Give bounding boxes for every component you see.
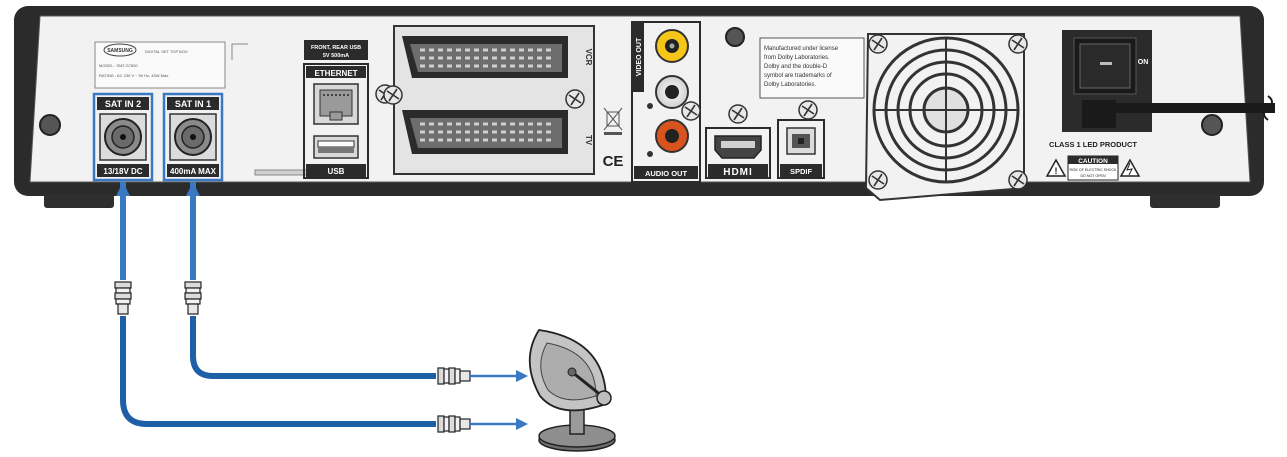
sat-in-1-sublabel: 400mA MAX xyxy=(170,167,217,176)
model-number: MODEL : SMT-S7800 xyxy=(99,63,138,68)
satellite-dish-icon xyxy=(528,329,616,452)
f-connector-icon xyxy=(184,281,202,315)
caution-label: ! CAUTION RISK OF ELECTRIC SHOCK DO NOT … xyxy=(1045,155,1141,181)
arrow-right-dish-2 xyxy=(470,418,528,430)
hdmi-label: HDMI xyxy=(723,167,753,178)
usb-info-line2: 5V 500mA xyxy=(323,53,349,59)
screw-icon xyxy=(681,101,701,121)
power-cord xyxy=(1082,95,1275,128)
dolby-line: Manufactured under license xyxy=(764,46,839,52)
left-foot xyxy=(44,194,114,208)
screw-icon xyxy=(565,89,585,109)
screw-icon xyxy=(1008,34,1028,54)
screw-icon xyxy=(725,27,745,47)
hdmi-port[interactable] xyxy=(705,127,771,179)
f-connector-icon xyxy=(437,367,471,385)
av-block: VIDEO OUT AUDIO OUT xyxy=(631,21,701,183)
usb-port[interactable] xyxy=(313,135,359,159)
audio-left-jack[interactable] xyxy=(655,75,689,109)
scart-tv-label: TV xyxy=(584,135,593,146)
power-rating: RATING : AC 230 V ~ 50 Hz, 45W Max. xyxy=(99,73,169,78)
ethernet-label: ETHERNET xyxy=(314,69,357,78)
screw-icon xyxy=(868,34,888,54)
class1-led-label: CLASS 1 LED PRODUCT xyxy=(1049,140,1137,149)
product-name: DIGITAL SET TOP BOX xyxy=(145,49,188,54)
dolby-line: symbol are trademarks of xyxy=(764,73,832,79)
weee-bin-icon xyxy=(603,107,623,135)
video-out-jack[interactable] xyxy=(655,29,689,63)
video-out-label: VIDEO OUT xyxy=(636,37,643,76)
dolby-notice: Manufactured under license from Dolby La… xyxy=(759,37,865,99)
f-connector-icon xyxy=(437,415,471,433)
arrow-up-sat-in-1 xyxy=(186,182,200,196)
caution-title: CAUTION xyxy=(1078,158,1108,165)
sat-in-2-sublabel: 13/18V DC xyxy=(103,167,142,176)
screw-icon xyxy=(39,114,61,136)
indicator-dot xyxy=(647,103,653,109)
dolby-line: from Dolby Laboratories. xyxy=(764,55,830,61)
svg-text:!: ! xyxy=(1055,166,1058,176)
sat-in-2-label: SAT IN 2 xyxy=(105,99,141,109)
screw-icon xyxy=(868,170,888,190)
arrow-up-sat-in-2 xyxy=(116,182,130,196)
model-label-plate: SAMSUNG DIGITAL SET TOP BOX MODEL : SMT-… xyxy=(94,41,226,89)
ethernet-port[interactable] xyxy=(313,83,359,125)
fan-grille-icon xyxy=(864,33,1025,202)
spdif-port[interactable] xyxy=(777,119,825,179)
caution-text: RISK OF ELECTRIC SHOCK xyxy=(1070,168,1118,172)
audio-out-label: AUDIO OUT xyxy=(645,169,688,178)
caution-text: DO NOT OPEN xyxy=(1080,174,1105,178)
dolby-line: Dolby Laboratories. xyxy=(764,82,816,88)
sat-in-1-label: SAT IN 1 xyxy=(175,99,211,109)
indicator-dot xyxy=(647,151,653,157)
scart-tv-port[interactable] xyxy=(402,110,568,154)
cable-sat-in-2 xyxy=(120,182,436,427)
corner-mark xyxy=(231,43,248,60)
power-switch-icon[interactable] xyxy=(1062,30,1152,132)
right-foot xyxy=(1150,194,1220,208)
dolby-line: Dolby and the double-D xyxy=(764,64,828,70)
sat-in-1-port[interactable]: SAT IN 1 400mA MAX xyxy=(162,92,224,182)
screw-icon xyxy=(798,100,818,120)
screw-icon xyxy=(1008,170,1028,190)
spdif-label: SPDIF xyxy=(790,167,813,176)
audio-right-jack[interactable] xyxy=(655,119,689,153)
screw-icon xyxy=(728,104,748,124)
cable-sat-in-1 xyxy=(190,182,436,379)
screw-icon xyxy=(1201,114,1223,136)
sat-in-2-port[interactable]: SAT IN 2 13/18V DC xyxy=(92,92,154,182)
ethernet-usb-block: FRONT, REAR USB 5V 500mA ETHERNET xyxy=(303,40,369,179)
screw-icon xyxy=(383,85,403,105)
brand-logo: SAMSUNG xyxy=(107,48,133,54)
usb-info-line1: FRONT, REAR USB xyxy=(311,45,361,51)
scart-vcr-label: VCR xyxy=(584,49,593,66)
power-on-label: ON xyxy=(1138,59,1149,66)
scart-vcr-port[interactable] xyxy=(402,36,568,78)
arrow-right-dish-1 xyxy=(470,370,528,382)
ce-mark: CE xyxy=(603,153,624,170)
f-connector-icon xyxy=(114,281,132,315)
usb-label: USB xyxy=(328,167,345,176)
